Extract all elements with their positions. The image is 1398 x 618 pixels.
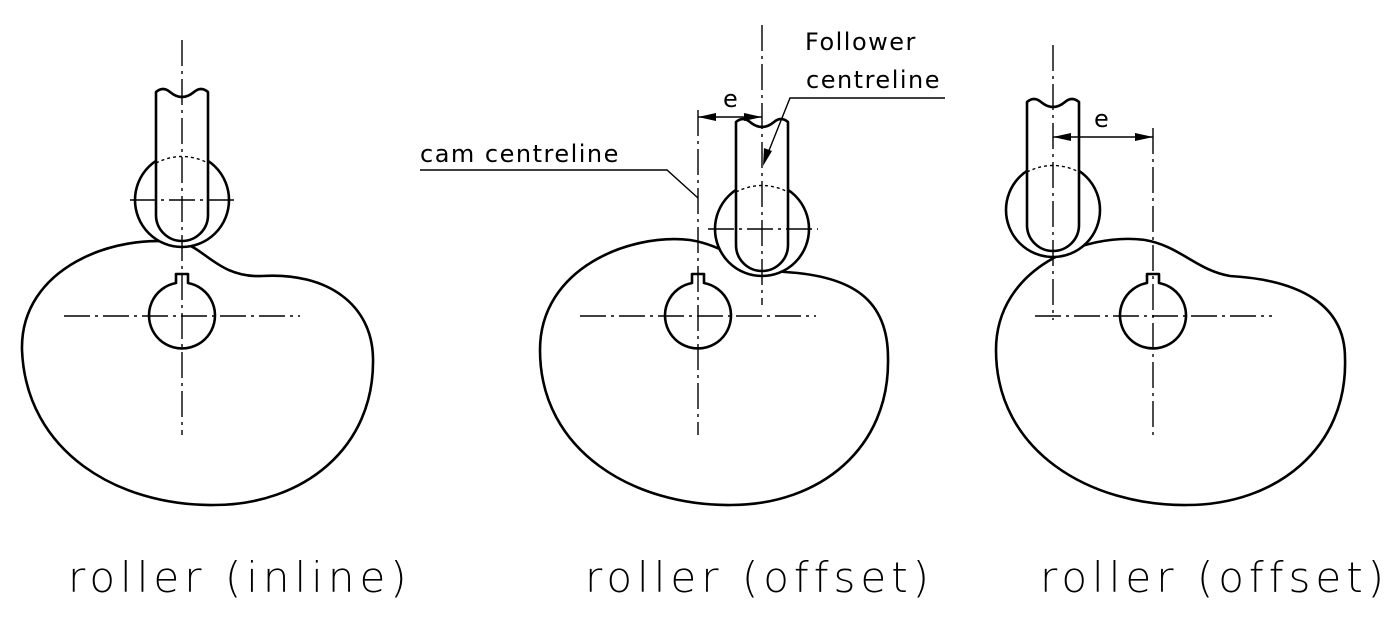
offset-label: e <box>1094 105 1110 133</box>
roller-hidden-arc <box>155 155 209 164</box>
caption-roller-offset: roller (offset) <box>1040 553 1389 602</box>
panel-roller-inline: roller (inline) <box>20 40 412 602</box>
offset-label: e <box>723 85 739 113</box>
cam-centreline-label: cam centreline <box>420 140 620 168</box>
cam-centreline-leader <box>420 169 699 199</box>
cam-profile <box>20 239 375 507</box>
follower-centreline-label: centreline <box>806 66 941 94</box>
panel-roller-offset-a: e cam centreline Follower centreline rol… <box>420 25 945 602</box>
dimension-arrowhead <box>1135 133 1153 141</box>
dimension-arrowhead <box>744 113 762 121</box>
caption-roller-inline: roller (inline) <box>68 553 412 602</box>
cam-profile <box>538 237 890 507</box>
caption-roller-offset: roller (offset) <box>585 553 934 602</box>
shaft-bore <box>1118 272 1188 350</box>
cam-profile <box>994 237 1347 507</box>
leader-arrowhead <box>763 148 772 166</box>
dimension-arrowhead <box>1053 133 1071 141</box>
panel-roller-offset-b: e roller (offset) <box>994 45 1389 602</box>
follower-centreline-label: Follower <box>805 28 917 56</box>
dimension-arrowhead <box>698 113 716 121</box>
shaft-bore <box>147 272 217 350</box>
follower-centreline-leader <box>765 97 945 159</box>
